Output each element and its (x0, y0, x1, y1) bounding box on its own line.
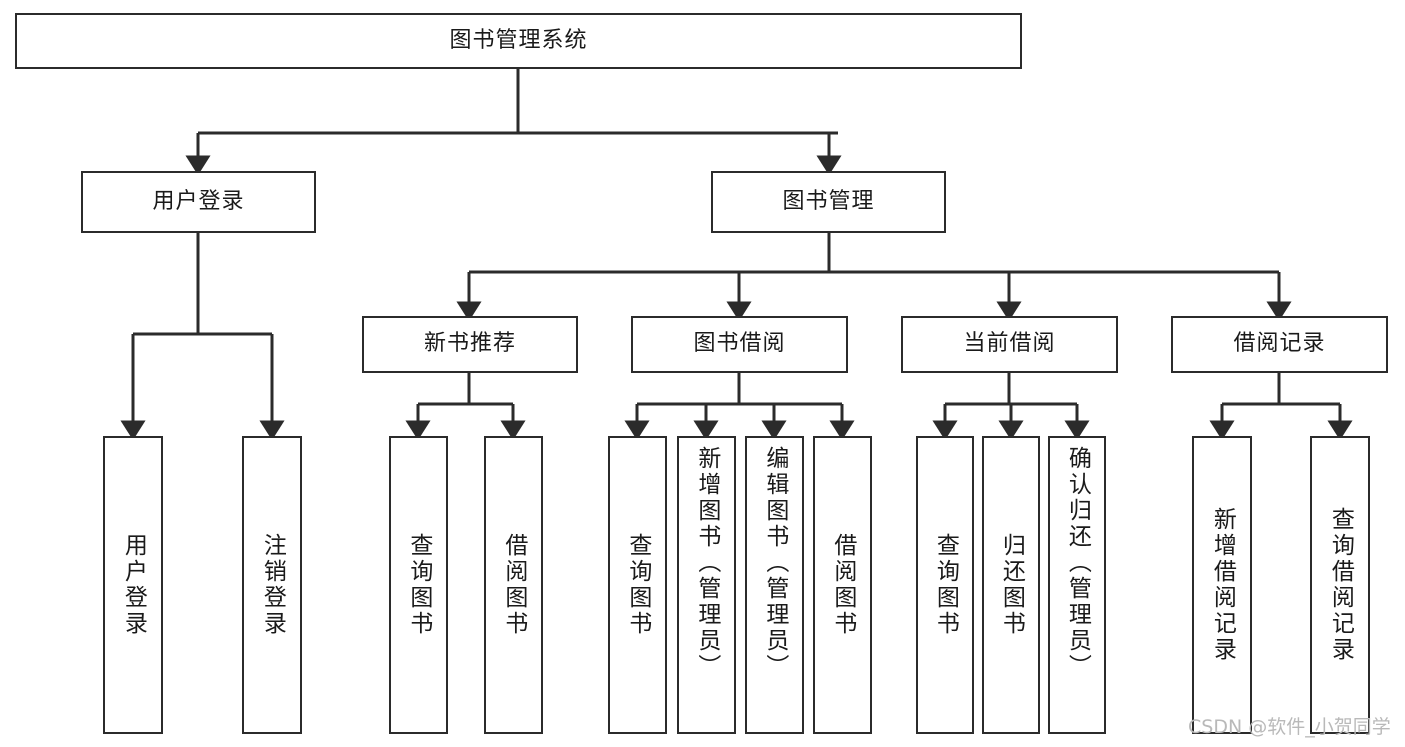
node-leaf-user-login-label: 用户登录 (120, 533, 147, 637)
node-user-login[interactable]: 用户登录 (81, 171, 316, 233)
node-root-label: 图书管理系统 (449, 27, 588, 53)
node-book-borrow[interactable]: 图书借阅 (631, 316, 848, 373)
node-leaf-add-borrow-record-label: 新增借阅记录 (1209, 507, 1236, 663)
node-leaf-add-borrow-record[interactable]: 新增借阅记录 (1192, 436, 1252, 734)
node-current-borrow[interactable]: 当前借阅 (901, 316, 1118, 373)
node-leaf-add-book-admin-label: 新增图书（管理员） (693, 446, 720, 680)
node-leaf-return-book-label: 归还图书 (998, 533, 1025, 637)
node-leaf-logout-login[interactable]: 注销登录 (242, 436, 302, 734)
node-borrow-record[interactable]: 借阅记录 (1171, 316, 1388, 373)
node-leaf-query-borrow-record-label: 查询借阅记录 (1327, 507, 1354, 663)
node-leaf-query-book-2-label: 查询图书 (624, 533, 651, 637)
node-leaf-query-book-3-label: 查询图书 (932, 533, 959, 637)
node-leaf-query-book-2[interactable]: 查询图书 (608, 436, 667, 734)
node-leaf-query-book-3[interactable]: 查询图书 (916, 436, 974, 734)
node-book-borrow-label: 图书借阅 (693, 331, 786, 357)
node-leaf-query-borrow-record[interactable]: 查询借阅记录 (1310, 436, 1370, 734)
node-leaf-borrow-book-1-label: 借阅图书 (500, 533, 527, 637)
node-user-login-label: 用户登录 (152, 188, 245, 214)
node-leaf-logout-login-label: 注销登录 (259, 533, 286, 637)
node-leaf-borrow-book-2[interactable]: 借阅图书 (813, 436, 872, 734)
node-current-borrow-label: 当前借阅 (963, 331, 1056, 357)
node-new-book-recommend[interactable]: 新书推荐 (362, 316, 578, 373)
csdn-watermark: CSDN @软件_小贺同学 (1188, 716, 1391, 738)
node-leaf-confirm-return-admin[interactable]: 确认归还（管理员） (1048, 436, 1106, 734)
node-new-book-recommend-label: 新书推荐 (423, 331, 516, 357)
node-leaf-confirm-return-admin-label: 确认归还（管理员） (1064, 446, 1091, 680)
node-borrow-record-label: 借阅记录 (1233, 331, 1326, 357)
node-leaf-borrow-book-2-label: 借阅图书 (829, 533, 856, 637)
node-leaf-query-book-1-label: 查询图书 (405, 533, 432, 637)
node-root[interactable]: 图书管理系统 (15, 13, 1022, 69)
node-leaf-borrow-book-1[interactable]: 借阅图书 (484, 436, 543, 734)
node-book-manage-label: 图书管理 (782, 188, 875, 214)
node-leaf-query-book-1[interactable]: 查询图书 (389, 436, 448, 734)
node-leaf-edit-book-admin-label: 编辑图书（管理员） (761, 446, 788, 680)
node-book-manage[interactable]: 图书管理 (711, 171, 946, 233)
node-leaf-add-book-admin[interactable]: 新增图书（管理员） (677, 436, 736, 734)
node-leaf-user-login[interactable]: 用户登录 (103, 436, 163, 734)
node-leaf-edit-book-admin[interactable]: 编辑图书（管理员） (745, 436, 804, 734)
node-leaf-return-book[interactable]: 归还图书 (982, 436, 1040, 734)
